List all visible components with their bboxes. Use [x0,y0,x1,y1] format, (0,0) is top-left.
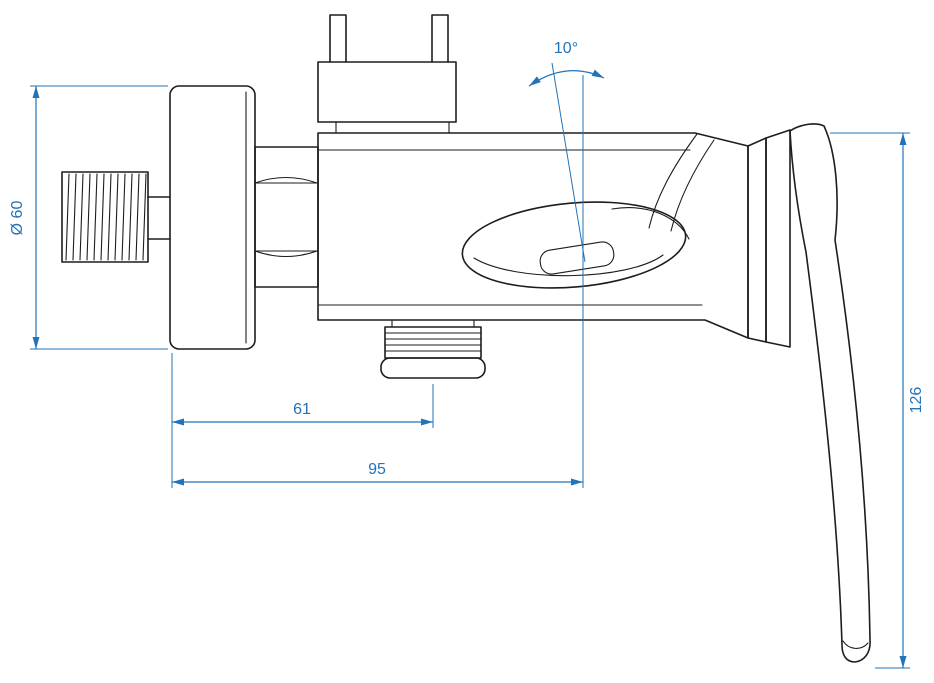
dimension-126: 126 [830,132,925,669]
handle-length-dimension-label: 126 [908,387,925,414]
cartridge-opening [461,201,690,289]
handle [747,123,871,663]
offset-dimension-label: 61 [293,401,311,418]
hex-nut [254,146,319,288]
mixer-body [317,132,749,339]
dimension-95: 95 [172,461,583,486]
mounting-flange [169,85,256,350]
depth-dimension-label: 95 [368,461,386,478]
top-bracket [317,14,457,134]
wall-pipe-thread [61,171,171,263]
diameter-dimension-label: Ø 60 [9,201,26,236]
dimension-61: 61 [171,353,434,488]
dimension-diameter-60: Ø 60 [9,85,168,350]
dimension-angle-10: 10° [528,40,605,488]
dimensions: Ø 60 10° 61 95 [9,40,925,669]
faucet-line-art [61,14,871,663]
bottom-outlet [380,319,486,379]
angle-dimension-label: 10° [554,40,578,57]
